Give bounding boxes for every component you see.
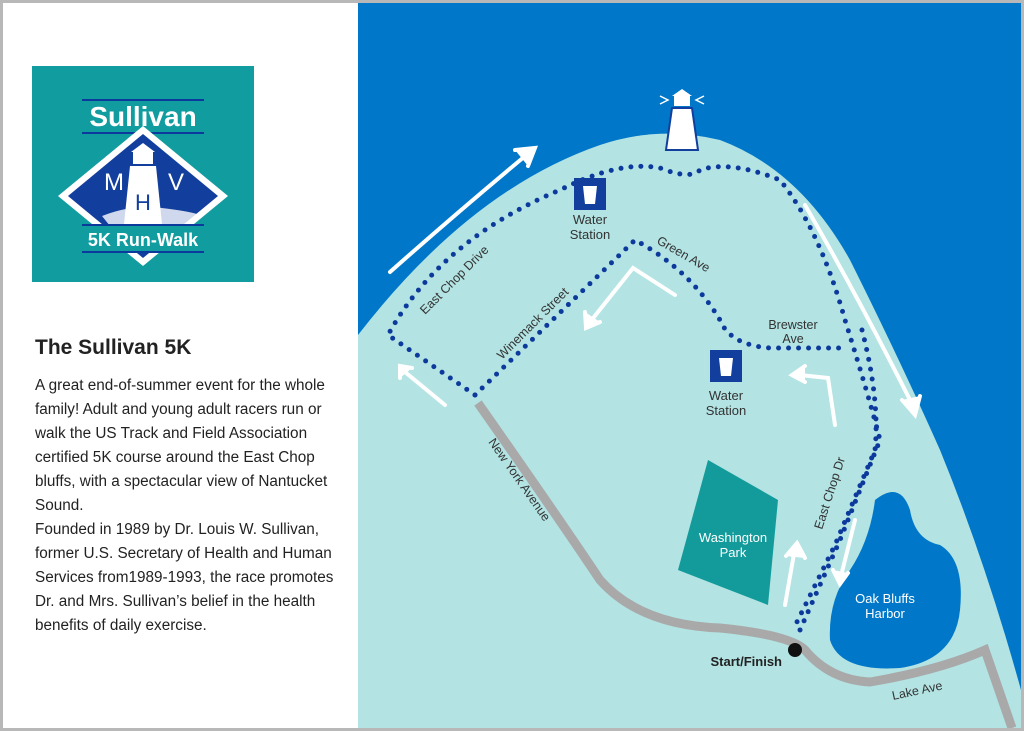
road-new-york-lake [474,400,1017,730]
start-finish-label: Start/Finish [710,654,782,669]
harbor-label: Oak Bluffs [855,591,915,606]
logo-letter-m: M [104,169,124,196]
park-label: Park [720,545,747,560]
logo-letter-v: V [168,169,184,196]
description-paragraph: A great end-of-summer event for the whol… [35,377,328,514]
logo-letter-h: H [135,190,151,215]
street-brewster: Brewster [768,318,817,332]
water-station-icon [710,350,742,382]
water-station-label: Water [709,388,744,403]
start-finish-marker [788,643,802,657]
water-station-label: Water [573,212,608,227]
oak-bluffs-harbor [829,492,961,669]
direction-arrows [388,145,922,607]
harbor-label: Harbor [865,606,905,621]
water-station-label: Station [706,403,746,418]
lighthouse-icon [659,89,705,151]
page-title: The Sullivan 5K [35,336,192,359]
water-station-icon [574,178,606,210]
race-logo: Sullivan M V H 5K Run-Walk [32,66,254,282]
race-route [384,163,883,633]
history-paragraph: Founded in 1989 by Dr. Louis W. Sullivan… [35,521,334,634]
street-brewster: Ave [782,332,803,346]
logo-bottom-text: 5K Run-Walk [88,230,199,250]
course-map: Water Station Water Station East Chop Dr… [358,3,1021,730]
water-station-label: Station [570,227,610,242]
park-label: Washington [699,530,767,545]
washington-park [678,460,778,605]
